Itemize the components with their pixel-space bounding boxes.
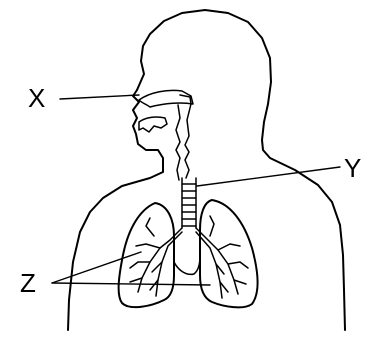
leader-line-y	[197, 167, 340, 186]
pharynx	[180, 95, 191, 178]
right-lung	[200, 200, 258, 307]
face-profile	[68, 90, 163, 330]
label-y: Y	[344, 153, 361, 183]
leader-line-x	[60, 95, 139, 99]
nasal-cavity	[139, 90, 193, 107]
heart-notch	[174, 256, 200, 274]
left-lung	[119, 203, 174, 307]
leader-line-z-lower	[52, 283, 210, 285]
mouth-cavity	[139, 117, 167, 132]
pharynx-inner	[176, 105, 180, 180]
label-x: X	[28, 83, 45, 113]
trachea	[182, 178, 196, 228]
leader-line-z-upper	[52, 252, 141, 283]
bronchial-tree	[130, 216, 248, 298]
label-z: Z	[20, 268, 36, 298]
